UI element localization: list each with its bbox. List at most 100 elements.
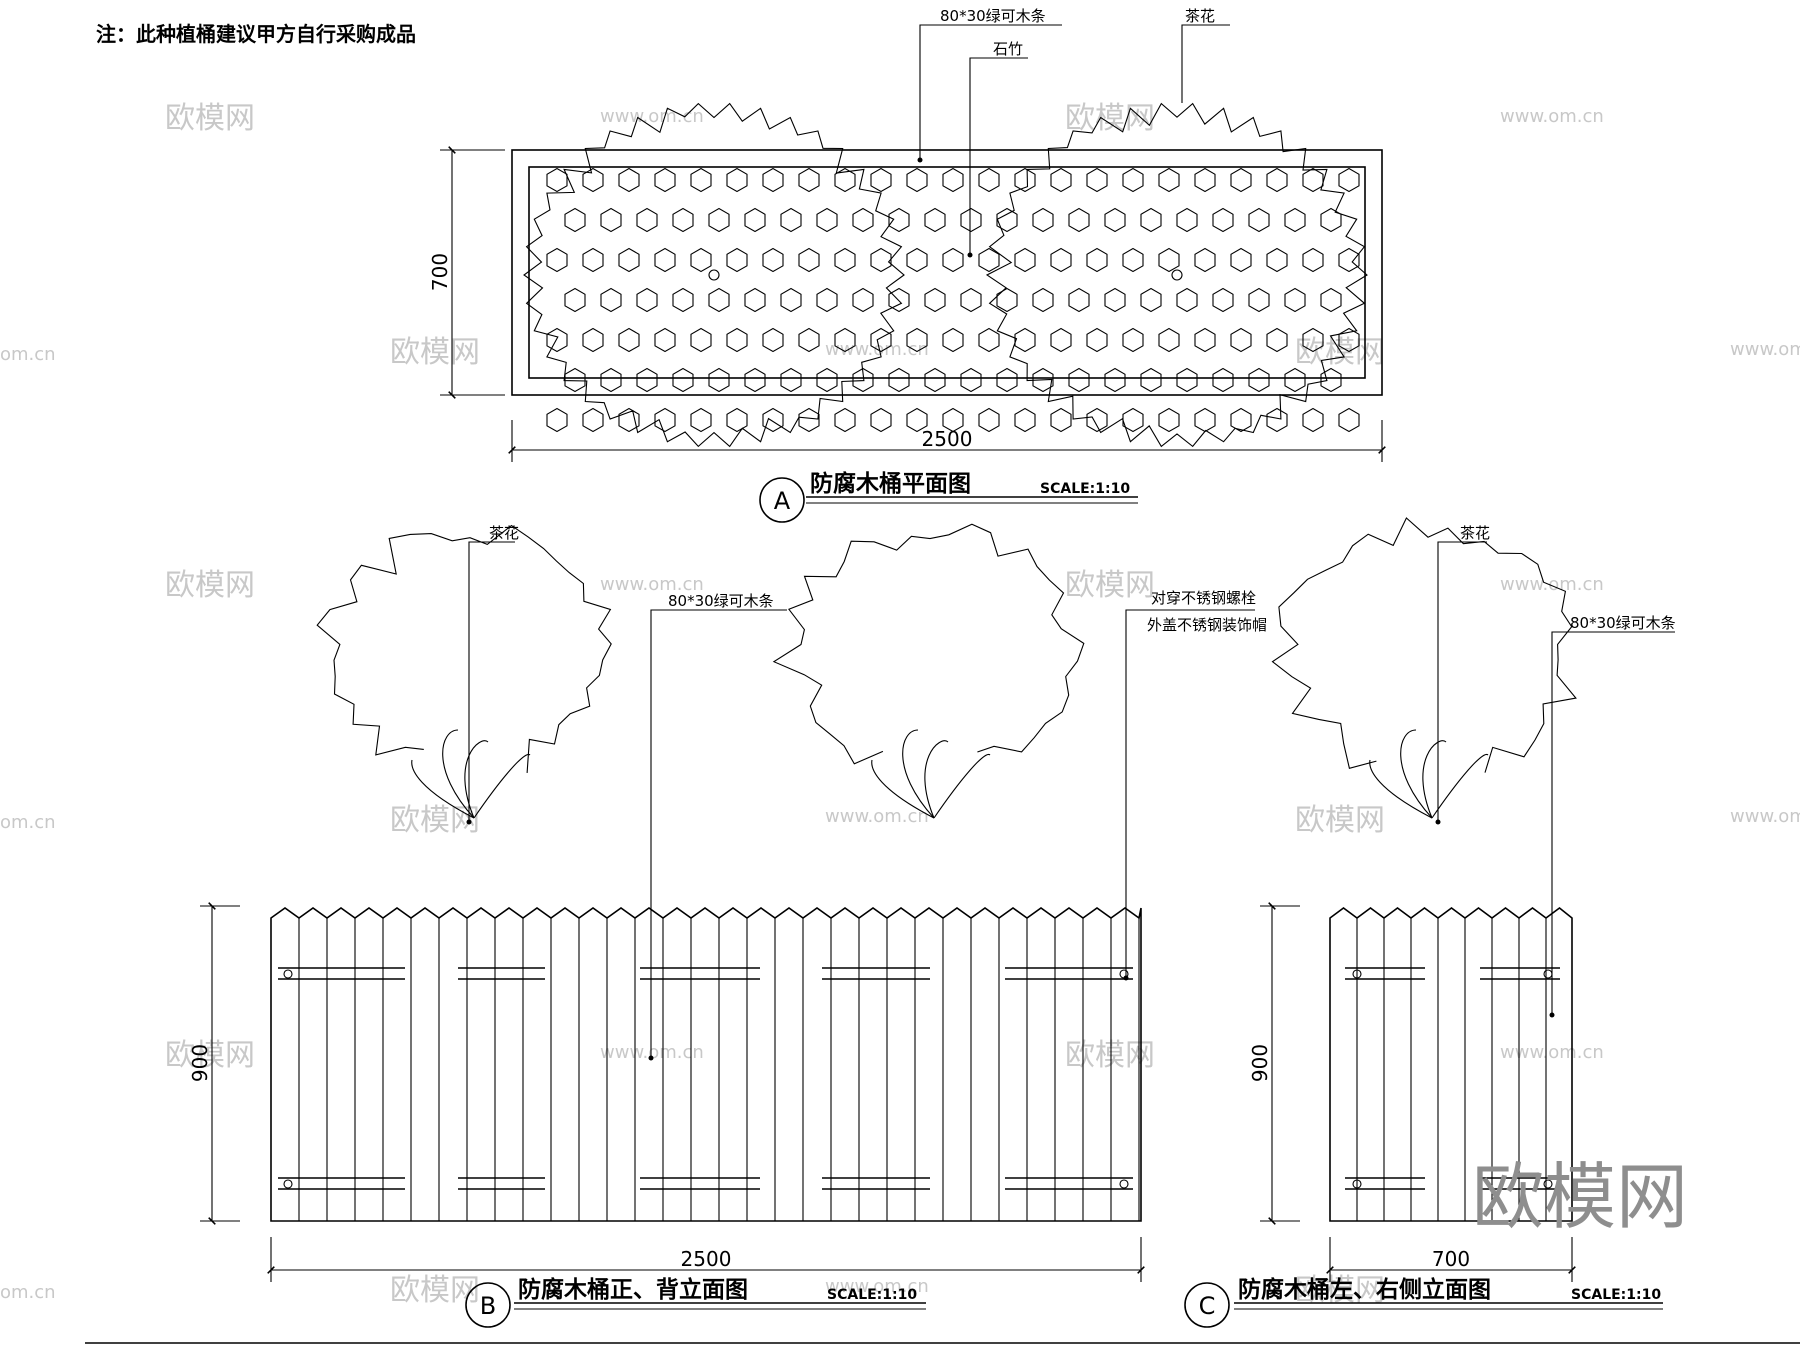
- front-slat-callout: 80*30绿可木条: [668, 592, 774, 610]
- stone-hexagon: [1014, 327, 1036, 353]
- stone-hexagon: [924, 367, 946, 393]
- stone-hexagon: [582, 247, 604, 273]
- leader-line: [969, 57, 1028, 255]
- shrub-canopy-elevation: [772, 523, 1085, 765]
- shrub-canopy-elevation: [316, 524, 612, 773]
- watermark-text: www.om.cn: [1500, 1042, 1604, 1063]
- stone-hexagon: [636, 207, 658, 233]
- stone-hexagon: [942, 407, 964, 433]
- watermark-text: 欧模网: [1295, 803, 1385, 838]
- bolt-cap: [1543, 969, 1553, 979]
- shrub-leaf: [1369, 759, 1433, 819]
- bolt-cap: [283, 969, 293, 979]
- stone-hexagon: [1266, 327, 1288, 353]
- stone-hexagon: [834, 167, 856, 193]
- plan-stone-callout: 石竹: [993, 40, 1023, 58]
- shrub-outlines-side: [1271, 517, 1577, 819]
- watermark-text: om.cn: [0, 1282, 56, 1303]
- side-height-dimension: 900: [1248, 1044, 1272, 1082]
- stone-hexagon: [960, 287, 982, 313]
- planter-front-box: [270, 907, 1142, 1222]
- watermark-text: www.om.cn: [600, 1042, 704, 1063]
- watermark-text: www.om.cn: [1500, 106, 1604, 127]
- stone-hexagon: [906, 327, 928, 353]
- stone-hexagon: [690, 247, 712, 273]
- side-width-dimension: 700: [1432, 1247, 1470, 1271]
- stone-hexagon: [654, 327, 676, 353]
- stone-hexagon: [762, 407, 784, 433]
- stone-hexagon: [978, 247, 1000, 273]
- stone-hexagon: [1050, 327, 1072, 353]
- stone-hexagon: [870, 247, 892, 273]
- shrub-outlines-front: [316, 523, 1085, 819]
- stone-hexagon: [1230, 407, 1252, 433]
- view-tag-circle: [1184, 1282, 1230, 1328]
- stone-hexagon: [1158, 167, 1180, 193]
- bolt-cap: [283, 1179, 293, 1189]
- shrub-leaf: [411, 759, 475, 819]
- stone-hexagon: [708, 287, 730, 313]
- stone-hexagon: [1266, 167, 1288, 193]
- shrub-leaf: [442, 729, 475, 819]
- stone-hexagon: [1104, 287, 1126, 313]
- stone-hexagon: [582, 327, 604, 353]
- side-view-tag: C: [1199, 1292, 1216, 1320]
- stone-hexagon: [1194, 407, 1216, 433]
- stone-hexagon: [852, 207, 874, 233]
- stone-hexagon: [1014, 247, 1036, 273]
- stone-hexagon: [780, 207, 802, 233]
- planter-inner-outline: [528, 166, 1366, 379]
- stone-hexagon: [1176, 207, 1198, 233]
- watermark-text: www.om.cn: [600, 574, 704, 595]
- stone-hexagon: [834, 247, 856, 273]
- watermark-text: www.om.cn: [825, 1276, 929, 1297]
- stone-hexagon: [1194, 247, 1216, 273]
- stone-hexagon: [996, 287, 1018, 313]
- stone-hexagon: [744, 287, 766, 313]
- stone-hexagon: [1032, 367, 1054, 393]
- stone-hexagon: [960, 207, 982, 233]
- stone-hexagon: [1122, 407, 1144, 433]
- stone-hexagon: [834, 407, 856, 433]
- stone-hexagon: [1248, 207, 1270, 233]
- stone-hexagon: [546, 327, 568, 353]
- stone-hexagon: [546, 407, 568, 433]
- stone-hexagon: [1230, 167, 1252, 193]
- shrub-canopy-plan: [523, 102, 905, 448]
- front-view-tag: B: [480, 1292, 496, 1320]
- watermark-text: www.om.cn: [1500, 574, 1604, 595]
- leader-dot: [1435, 819, 1441, 825]
- side-elevation: 900 700 茶花 80*30绿可木条 C 防腐木桶左、右侧立面图 SCALE…: [1184, 517, 1676, 1328]
- watermark-text: 欧模网: [390, 803, 480, 838]
- leader-dot: [1549, 1012, 1555, 1018]
- stone-hexagon: [1014, 407, 1036, 433]
- stone-hexagon: [798, 327, 820, 353]
- stone-hexagon: [1086, 327, 1108, 353]
- stone-hexagon: [636, 367, 658, 393]
- stone-hexagon: [942, 247, 964, 273]
- stone-hexagon: [1212, 367, 1234, 393]
- watermark-text: www.om.cn: [600, 106, 704, 127]
- planter-outline: [270, 907, 1142, 1222]
- stone-hexagon: [924, 287, 946, 313]
- plan-view-scale: SCALE:1:10: [1040, 481, 1130, 497]
- stone-hexagon: [726, 407, 748, 433]
- plan-length-dimension: 2500: [922, 427, 973, 451]
- watermark-layer: 欧模网 www.om.cn 欧模网 www.om.cn om.cn 欧模网 ww…: [0, 101, 1800, 1308]
- stone-hexagon: [834, 327, 856, 353]
- stone-hexagon: [1140, 287, 1162, 313]
- stone-hexagon: [618, 407, 640, 433]
- shrub-outlines-plan: [523, 102, 1368, 448]
- leader-line: [468, 541, 515, 822]
- stone-hexagon: [996, 367, 1018, 393]
- leader-dot: [648, 1055, 654, 1061]
- leader-line: [1181, 24, 1230, 103]
- stone-hexagon: [870, 167, 892, 193]
- stone-hexagon: [1194, 327, 1216, 353]
- watermark-text: om.cn: [0, 812, 56, 833]
- plan-view-tag: A: [774, 487, 791, 515]
- stone-hexagon: [672, 367, 694, 393]
- stone-hexagon: [618, 247, 640, 273]
- stone-hexagon: [942, 327, 964, 353]
- plan-width-dimension: 700: [428, 253, 452, 291]
